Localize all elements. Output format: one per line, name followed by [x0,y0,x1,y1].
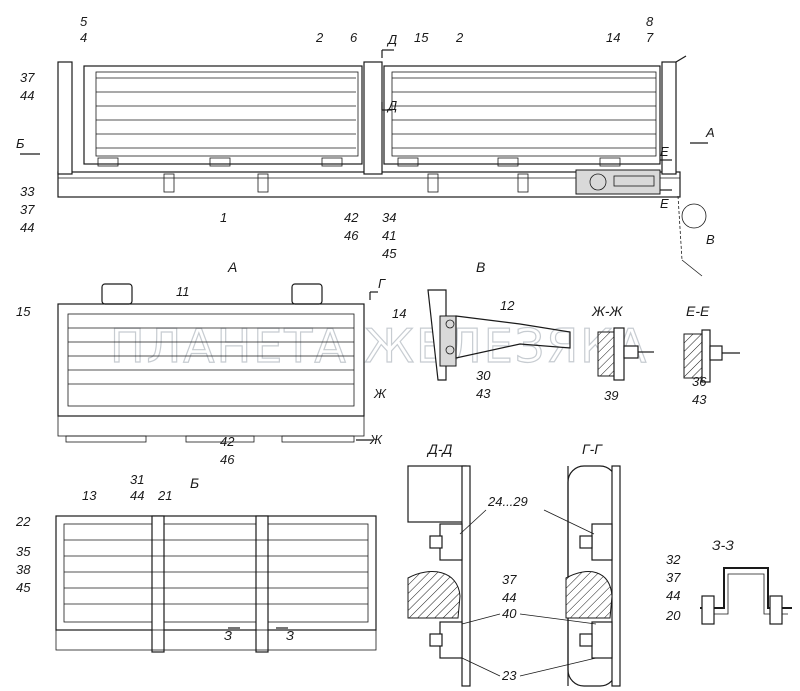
callout-42-viewA: 42 [220,434,235,449]
callout-40: 40 [502,606,517,621]
callout-44-bottom: 44 [20,220,34,235]
section-letter-D-top: Д [386,32,397,47]
callout-2-right: 2 [455,30,464,45]
callout-46-viewA: 46 [220,452,235,467]
callout-14-top: 14 [606,30,620,45]
callout-33: 33 [20,184,35,199]
callout-15-viewA: 15 [16,304,31,319]
callout-24-29: 24...29 [487,494,528,509]
callout-39: 39 [604,388,618,403]
view-title-GG: Г-Г [582,441,603,457]
view-title-ZZ: З-З [712,537,734,553]
view-GG-section [565,465,621,687]
section-letter-G: Г [378,276,386,291]
callout-42-top: 42 [344,210,359,225]
section-letter-V: В [706,232,715,247]
view-ZZ-section [700,567,792,625]
section-letter-Zh-bottom: Ж [369,432,383,447]
callout-37-top: 37 [20,70,35,85]
callout-11: 11 [176,284,190,299]
callout-30: 30 [476,368,491,383]
section-letter-E-top: Е [660,144,669,159]
view-title-V: В [476,259,485,275]
section-letter-E-bottom: Е [660,196,669,211]
view-B-front-board [55,515,377,653]
callout-44-viewZZ: 44 [666,588,680,603]
section-letter-Z-right: З [286,628,294,643]
callout-20: 20 [665,608,681,623]
view-DD-section [407,465,471,687]
callout-37-bottom: 37 [20,202,35,217]
callout-2-left: 2 [315,30,324,45]
view-title-DD: Д-Д [426,441,453,457]
callout-21: 21 [157,488,172,503]
callout-13: 13 [82,488,97,503]
callout-15-top: 15 [414,30,429,45]
callout-44-viewDD: 44 [502,590,516,605]
callout-43-viewEE: 43 [692,392,707,407]
callout-5: 5 [80,14,88,29]
callout-37-viewDD: 37 [502,572,517,587]
view-V-hook-detail [427,289,571,381]
callout-35: 35 [16,544,31,559]
callout-44-top: 44 [20,88,34,103]
callout-46-top: 46 [344,228,359,243]
callout-31: 31 [130,472,144,487]
view-title-A: А [227,259,237,275]
callout-37-viewZZ: 37 [666,570,681,585]
section-letter-A: А [705,125,715,140]
callout-43-viewV: 43 [476,386,491,401]
view-ZhZh-section [597,327,654,381]
callout-44-viewB: 44 [130,488,144,503]
callout-12: 12 [500,298,515,313]
callout-1: 1 [220,210,227,225]
callout-45-top: 45 [382,246,397,261]
callout-41: 41 [382,228,396,243]
callout-8: 8 [646,14,654,29]
callout-34: 34 [382,210,396,225]
callout-6: 6 [350,30,358,45]
callout-14-viewA: 14 [392,306,406,321]
section-letter-D-bottom: Д [386,98,397,113]
callout-7: 7 [646,30,654,45]
callout-4: 4 [80,30,87,45]
callout-23: 23 [501,668,517,683]
view-title-ZhZh: Ж-Ж [591,303,624,319]
section-letter-Zh-top: Ж [373,386,387,401]
view-EE-section [683,329,740,383]
callout-38: 38 [16,562,31,577]
view-title-EE: Е-Е [686,303,710,319]
view-A-rear-board [57,283,378,443]
callout-22: 22 [15,514,31,529]
side-view-body [57,55,707,277]
watermark-text: ПЛАНЕТА ЖЕЛЕЗЯКА [110,319,648,373]
view-title-B: Б [190,475,199,491]
callout-45-viewB: 45 [16,580,31,595]
section-arrows-top [20,49,708,191]
section-letter-B: Б [16,136,25,151]
callout-36: 36 [692,374,707,389]
section-letter-Z-left: З [224,628,232,643]
callout-32: 32 [666,552,681,567]
